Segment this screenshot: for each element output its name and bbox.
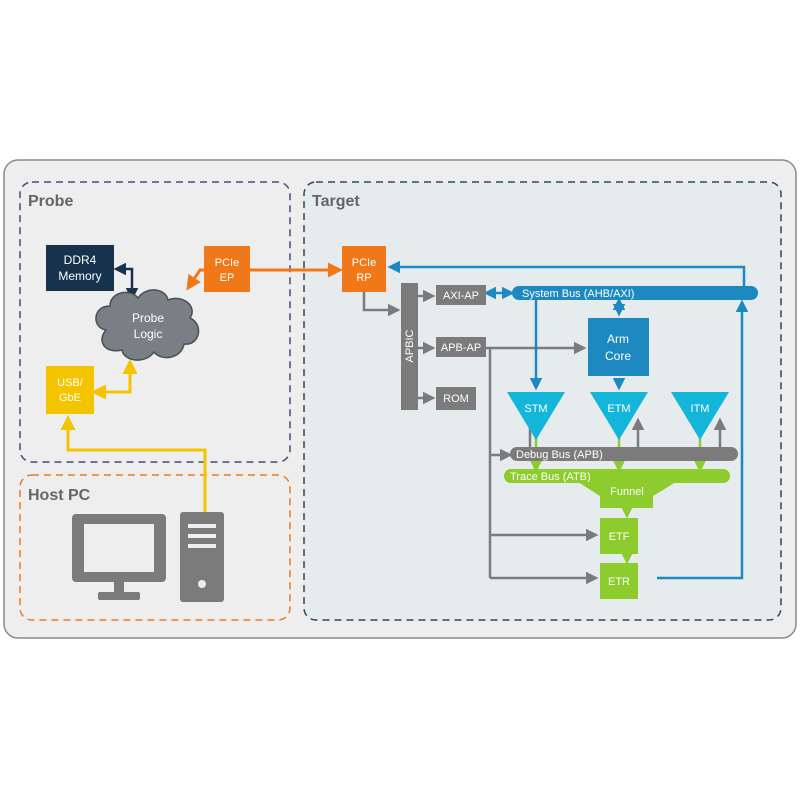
itm-triangle: [671, 392, 729, 440]
pcie-ep-label-line1: PCIe: [215, 257, 239, 269]
arm-core-label-line2: Core: [605, 349, 631, 363]
probe-region: [19, 181, 291, 463]
pcie-link: [186, 262, 343, 291]
usb-gbe-box: [46, 366, 94, 414]
apb-ap-label: APB-AP: [441, 342, 481, 354]
axi-ap-label: AXI-AP: [443, 290, 479, 302]
pcie-ep-label-line2: EP: [220, 272, 235, 284]
etm-label: ETM: [607, 403, 630, 415]
etr-label: ETR: [608, 576, 630, 588]
apb-ap-box: [436, 337, 486, 357]
pc-tower-icon: [180, 512, 224, 602]
stm-label: STM: [524, 403, 547, 415]
funnel-shape: [578, 482, 676, 508]
trace-bus: [504, 469, 730, 483]
monitor-icon: [72, 514, 166, 600]
host-region: [19, 474, 291, 621]
target-title: Target: [312, 193, 360, 210]
ddr-link: [113, 262, 139, 301]
rp-to-apbic-line: [362, 292, 401, 317]
probe-logic-cloud: [95, 289, 200, 361]
etm-triangle: [590, 392, 648, 440]
probe-logic-label-line2: Logic: [134, 327, 163, 341]
debug-bus: [510, 447, 738, 461]
usb-label-line2: GbE: [59, 392, 81, 404]
probe-title: Probe: [28, 193, 73, 210]
ddr4-memory-box: [46, 245, 114, 291]
rom-box: [436, 387, 476, 410]
pcie-rp-label-line2: RP: [356, 272, 371, 284]
etf-box: [600, 518, 638, 554]
pcie-rp-box: [342, 246, 386, 292]
system-bus-label: System Bus (AHB/AXI): [522, 288, 634, 300]
etr-box: [600, 563, 638, 599]
system-bus: [512, 286, 758, 300]
ddr4-label-line1: DDR4: [64, 253, 97, 267]
axi-ap-box: [436, 285, 486, 305]
debug-bus-label: Debug Bus (APB): [516, 449, 603, 461]
trace-bus-label: Trace Bus (ATB): [510, 471, 591, 483]
host-title: Host PC: [28, 487, 91, 504]
sysbus-to-rp-line: [387, 260, 746, 288]
apbic-label: APBIC: [404, 329, 416, 362]
usb-host-link: [60, 415, 207, 514]
etr-to-sysbus-line: [657, 299, 749, 580]
stm-triangle: [507, 392, 565, 440]
rom-label: ROM: [443, 393, 469, 405]
pcie-ep-box: [204, 246, 250, 292]
itm-label: ITM: [691, 403, 710, 415]
arm-core-label-line1: Arm: [607, 332, 629, 346]
usb-logic-link: [91, 359, 138, 400]
funnel-label: Funnel: [610, 486, 644, 498]
pcie-rp-label-line1: PCIe: [352, 257, 376, 269]
apbic-box: [401, 283, 418, 410]
usb-label-line1: USB/: [57, 377, 84, 389]
probe-logic-label-line1: Probe: [132, 311, 164, 325]
etf-label: ETF: [609, 531, 630, 543]
arm-core-box: [588, 318, 649, 376]
ddr4-label-line2: Memory: [58, 269, 101, 283]
